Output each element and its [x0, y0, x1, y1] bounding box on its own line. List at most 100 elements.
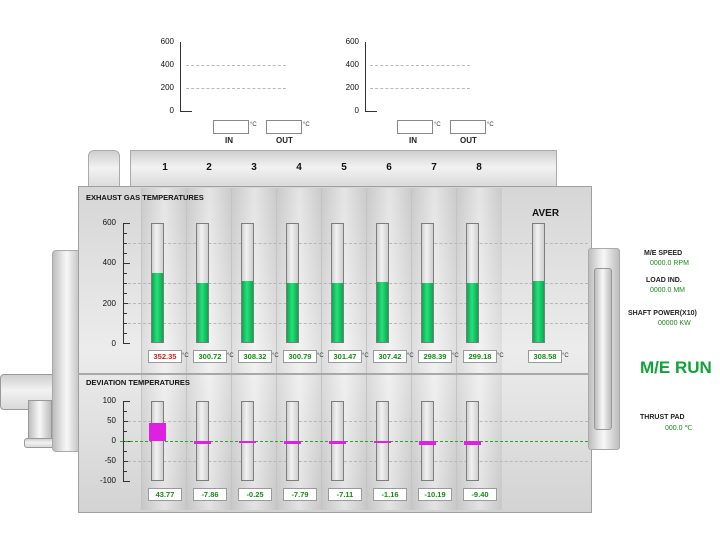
tick-label: 400 [102, 258, 116, 267]
cylinder-column [456, 188, 502, 510]
in-temp-box [397, 120, 433, 134]
axis-line [365, 111, 377, 112]
tick-label: 600 [160, 37, 174, 46]
shaft-power-value: 00000 KW [658, 320, 691, 327]
axis-tick [124, 263, 130, 264]
exhaust-bar [332, 282, 343, 342]
axis-tick [124, 431, 127, 432]
unit-label: °C [562, 353, 569, 359]
axis-tick [124, 243, 127, 244]
cylinder-column [321, 188, 367, 510]
tick-label: 0 [111, 339, 116, 348]
unit-label: °C [182, 353, 189, 359]
tick-label: 200 [160, 83, 174, 92]
tick-label: -100 [99, 476, 116, 485]
tick-label: -50 [104, 456, 116, 465]
gridline [370, 88, 470, 89]
exhaust-bar [197, 282, 208, 342]
axis-tick [124, 343, 130, 344]
gridline [128, 243, 588, 244]
exhaust-title: EXHAUST GAS TEMPERATURES [86, 193, 204, 202]
pipe-flange [28, 400, 52, 444]
aver-value: 308.58 [528, 350, 562, 363]
in-temp-box [213, 120, 249, 134]
exhaust-value: 299.18 [463, 350, 497, 363]
cylinder-header: 3 [251, 162, 257, 173]
axis-tick [124, 411, 127, 412]
unit-label: °C [434, 122, 441, 128]
exhaust-value: 308.32 [238, 350, 272, 363]
exhaust-bar [287, 282, 298, 342]
tick-label: 400 [345, 60, 359, 69]
exhaust-bar [467, 283, 478, 342]
axis-tick [124, 461, 130, 462]
axis-tick [124, 313, 127, 314]
cylinder-column [366, 188, 412, 510]
cylinder-column [231, 188, 277, 510]
end-flange-inner [594, 268, 612, 430]
zero-line [120, 441, 588, 442]
thrust-pad-label: THRUST PAD [640, 414, 685, 421]
cylinder-column [186, 188, 232, 510]
aver-label: AVER [532, 208, 560, 219]
exhaust-bar [242, 281, 253, 342]
cylinder-header: 8 [476, 162, 482, 173]
deviation-value: -10.19 [418, 488, 452, 501]
cylinder-column [141, 188, 187, 510]
out-temp-box [450, 120, 486, 134]
deviation-value: -9.40 [463, 488, 497, 501]
unit-label: °C [452, 353, 459, 359]
speed-value: 0000.0 RPM [650, 260, 689, 267]
speed-label: M/E SPEED [644, 250, 683, 257]
unit-label: °C [250, 122, 257, 128]
axis-tick [124, 273, 127, 274]
tick-label: 0 [111, 436, 116, 445]
deviation-bar [374, 441, 391, 443]
axis-tick [124, 253, 127, 254]
gridline [128, 323, 588, 324]
exhaust-bar [533, 281, 544, 342]
gridline [128, 283, 588, 284]
axis-tick [124, 333, 127, 334]
deviation-value: 43.77 [148, 488, 182, 501]
gridline [186, 88, 286, 89]
unit-label: °C [317, 353, 324, 359]
deviation-value: -0.25 [238, 488, 272, 501]
engine-status: M/E RUN [640, 358, 712, 377]
unit-label: °C [497, 353, 504, 359]
deviation-title: DEVIATION TEMPERATURES [86, 378, 190, 387]
unit-label: °C [407, 353, 414, 359]
cylinder-header: 2 [206, 162, 212, 173]
exhaust-bar [152, 272, 163, 342]
deviation-value: -7.11 [328, 488, 362, 501]
tick-label: 400 [160, 60, 174, 69]
exhaust-value: 300.72 [193, 350, 227, 363]
tick-label: 100 [102, 396, 116, 405]
tick-label: 600 [102, 218, 116, 227]
axis-tick [124, 421, 130, 422]
axis-tick [124, 401, 130, 402]
gridline [128, 303, 588, 304]
unit-label: °C [303, 122, 310, 128]
tick-label: 0 [169, 106, 174, 115]
axis-tick [124, 233, 127, 234]
cylinder-header: 7 [431, 162, 437, 173]
cylinder-column [276, 188, 322, 510]
out-label: OUT [460, 136, 477, 145]
axis-line [180, 111, 192, 112]
out-label: OUT [276, 136, 293, 145]
axis-tick [124, 303, 130, 304]
in-label: IN [409, 136, 417, 145]
shaft-power-label: SHAFT POWER(X10) [628, 310, 697, 317]
load-label: LOAD IND. [646, 277, 682, 284]
exhaust-bar [377, 281, 388, 342]
deviation-bar [464, 441, 481, 445]
load-value: 0000.0 MM [650, 287, 686, 294]
exhaust-value: 298.39 [418, 350, 452, 363]
axis-line [365, 42, 366, 112]
cylinder-header: 4 [296, 162, 302, 173]
gridline [186, 65, 286, 66]
axis-tick [124, 481, 130, 482]
deviation-bar [149, 423, 166, 441]
axis-tick [124, 471, 127, 472]
